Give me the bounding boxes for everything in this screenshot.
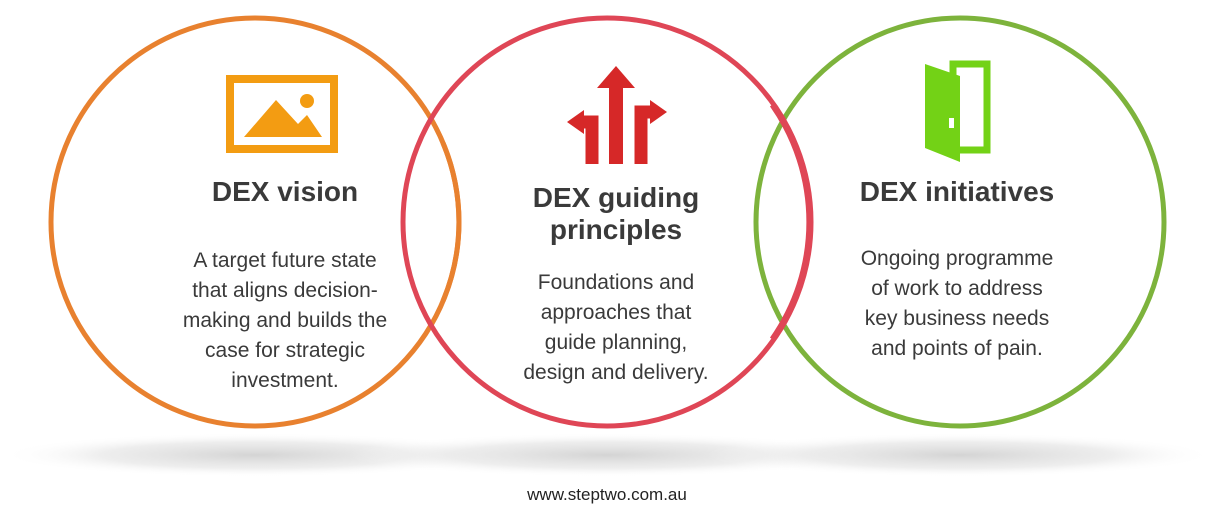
footer-url: www.steptwo.com.au (527, 485, 687, 504)
vision-line: A target future state (193, 249, 377, 272)
ring-initiatives (753, 15, 1167, 429)
principles-card: DEX guiding principles Foundations and a… (476, 182, 756, 388)
initiatives-line: key business needs (864, 307, 1050, 330)
principles-title-line: DEX guiding (532, 182, 700, 213)
vision-title: DEX vision (211, 176, 359, 207)
principles-line: approaches that (540, 301, 692, 324)
vision-line: investment. (231, 369, 339, 392)
initiatives-description: Ongoing programme of work to address key… (812, 244, 1102, 364)
initiatives-line: Ongoing programme (860, 247, 1054, 270)
principles-line: design and delivery. (523, 361, 709, 384)
principles-title-line: principles (549, 214, 683, 245)
initiatives-line: of work to address (871, 277, 1043, 300)
vision-line: making and builds the (182, 309, 388, 332)
image-icon (226, 75, 338, 153)
ring-vision-overlap (440, 142, 462, 302)
principles-description: Foundations and approaches that guide pl… (476, 268, 756, 388)
vision-description: A target future state that aligns decisi… (150, 246, 420, 396)
shadow-right (705, 433, 1214, 477)
principles-line: guide planning, (544, 331, 688, 354)
open-door-icon (925, 60, 991, 162)
initiatives-line: and points of pain. (871, 337, 1043, 360)
initiatives-title: DEX initiatives (859, 176, 1055, 207)
initiatives-card: DEX initiatives Ongoing programme of wor… (812, 176, 1102, 364)
principles-title: DEX guiding principles (476, 182, 756, 246)
ring-principles-overlap (769, 103, 812, 341)
principles-line: Foundations and (537, 271, 695, 294)
vision-line: that aligns decision- (192, 279, 378, 302)
direction-arrows-icon (567, 66, 667, 164)
shadow-middle (347, 433, 867, 477)
vision-card: DEX vision A target future state that al… (150, 176, 420, 396)
vision-line: case for strategic (205, 339, 365, 362)
